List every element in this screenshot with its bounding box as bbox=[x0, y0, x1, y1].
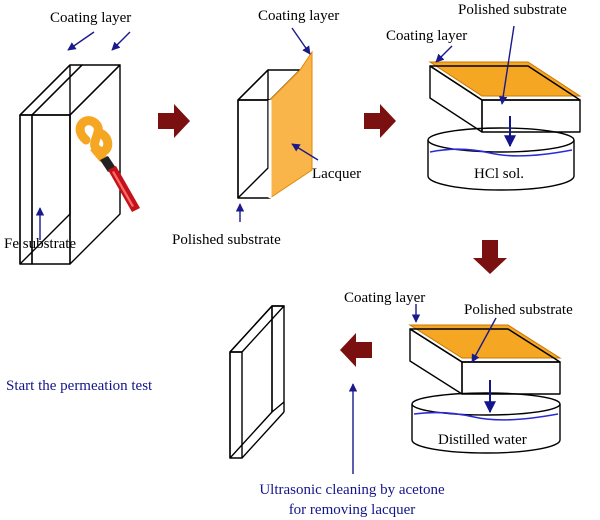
process-arrow-icon bbox=[158, 104, 190, 138]
step2-polished-label: Polished substrate bbox=[172, 232, 281, 248]
step1-coating-label: Coating layer bbox=[50, 10, 131, 26]
step1-substrate-label: Fe substrate bbox=[4, 236, 76, 252]
step5-label: Start the permeation test bbox=[6, 378, 153, 394]
cleaning-note-line1: Ultrasonic cleaning by acetone bbox=[259, 482, 445, 498]
step3-coating-pointer bbox=[435, 45, 453, 63]
step4-coating-label: Coating layer bbox=[344, 290, 425, 306]
step4-solution-label: Distilled water bbox=[438, 432, 527, 448]
step3-polished-pointer bbox=[498, 25, 515, 105]
step2-coating-pointer bbox=[291, 27, 311, 55]
process-arrow-icon bbox=[364, 104, 396, 138]
step2-lacquer-pointer bbox=[291, 143, 319, 161]
step3-coating-label: Coating layer bbox=[386, 28, 467, 44]
step4-beaker bbox=[411, 392, 561, 454]
step3-polished-label: Polished substrate bbox=[458, 2, 567, 18]
step2-coating-label: Coating layer bbox=[258, 8, 339, 24]
step2-lacquer-label: Lacquer bbox=[312, 166, 361, 182]
step3-solution-label: HCl sol. bbox=[474, 166, 524, 182]
process-arrow-icon bbox=[473, 240, 507, 274]
paint-stroke-icon bbox=[75, 116, 113, 156]
step5-sample bbox=[229, 305, 285, 459]
step1-coating-pointers bbox=[67, 31, 131, 51]
process-arrow-icon bbox=[340, 333, 372, 367]
step4-polished-label: Polished substrate bbox=[464, 302, 573, 318]
step1-sample bbox=[19, 64, 121, 265]
step4-polished-pointer bbox=[471, 317, 497, 363]
step4-sample bbox=[408, 324, 562, 395]
step2-sample bbox=[237, 50, 313, 199]
paint-brush-icon bbox=[90, 146, 140, 212]
step3-sample bbox=[428, 61, 582, 133]
cleaning-note-line2: for removing lacquer bbox=[289, 502, 416, 518]
step3-beaker bbox=[427, 127, 575, 191]
